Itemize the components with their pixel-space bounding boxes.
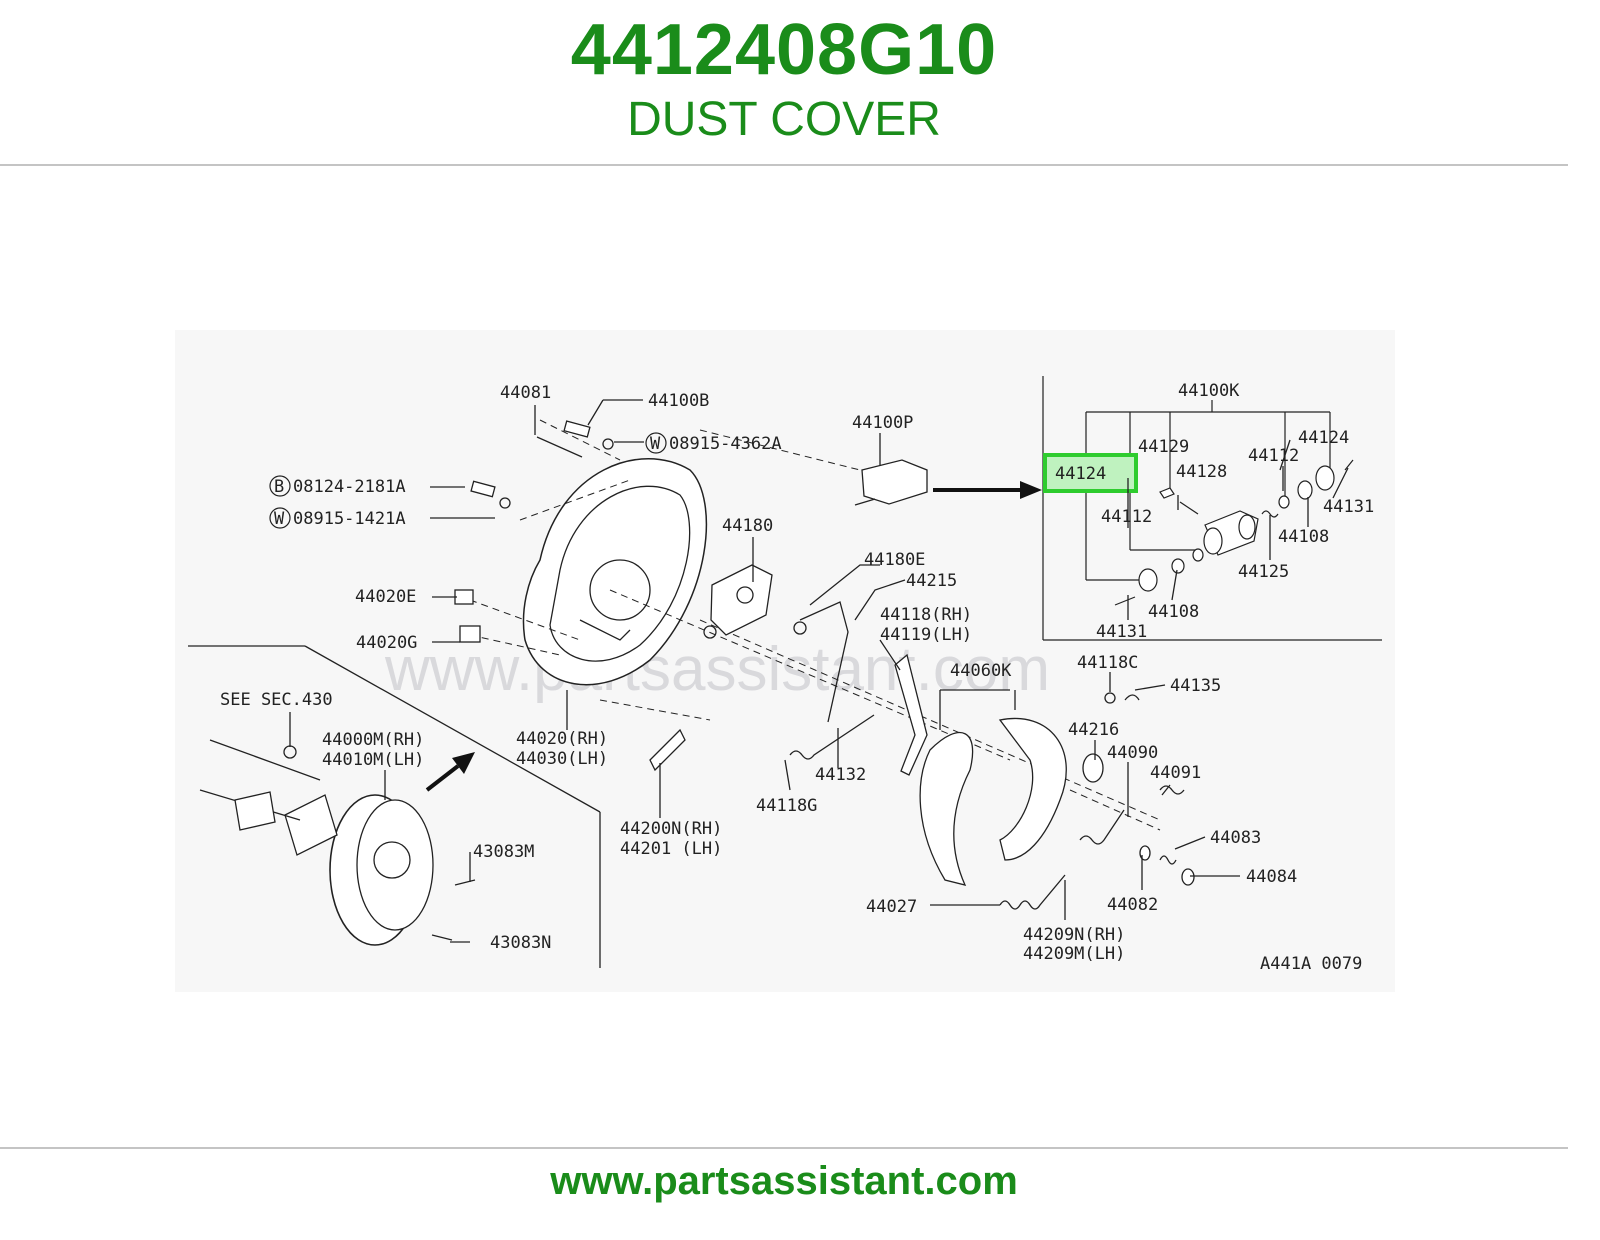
callout-44112-a: 44112: [1248, 446, 1299, 466]
callout-44200n-rh: 44200N(RH): [620, 819, 722, 839]
callout-44027: 44027: [866, 897, 917, 917]
part-number-title: 4412408G10: [570, 10, 998, 90]
callout-44100p: 44100P: [852, 413, 913, 433]
circled-marks: [269, 432, 667, 529]
footer-website-link[interactable]: www.partsassistant.com: [550, 1159, 1018, 1203]
callout-08915-4362a: 08915-4362A: [669, 434, 782, 454]
callout-44209m-lh: 44209M(LH): [1023, 944, 1125, 964]
callout-44010m-lh: 44010M(LH): [322, 750, 424, 770]
callout-44125: 44125: [1238, 562, 1289, 582]
callout-44020g: 44020G: [356, 633, 417, 653]
watermark-text: www.partsassistant.com: [384, 635, 1050, 704]
mark-b: B: [274, 477, 284, 497]
callout-44090: 44090: [1107, 743, 1158, 763]
callout-44060k: 44060K: [950, 661, 1012, 681]
callout-44091: 44091: [1150, 763, 1201, 783]
callout-44000m-rh: 44000M(RH): [322, 730, 424, 750]
brake-assembly-diagram: www.partsassistant.com: [175, 330, 1395, 992]
callout-43083m: 43083M: [473, 842, 534, 862]
callout-44108-a: 44108: [1278, 527, 1329, 547]
callout-44129: 44129: [1138, 437, 1189, 457]
page-header: 4412408G10 DUST COVER: [0, 0, 1568, 166]
callout-44124-a: 44124: [1298, 428, 1349, 448]
callout-44180: 44180: [722, 516, 773, 536]
callout-08915-1421a: 08915-1421A: [293, 509, 406, 529]
footer-divider: [0, 1147, 1568, 1149]
callout-44100b: 44100B: [648, 391, 709, 411]
callout-44112-b: 44112: [1101, 507, 1152, 527]
callout-08124-2181a: 08124-2181A: [293, 477, 406, 497]
callout-44119-lh: 44119(LH): [880, 625, 972, 645]
callout-43083n: 43083N: [490, 933, 551, 953]
arrow-drum: [425, 752, 475, 792]
arrow-to-inset: [933, 481, 1042, 499]
callout-44180e: 44180E: [864, 550, 925, 570]
callout-44132: 44132: [815, 765, 866, 785]
part-name-subtitle: DUST COVER: [627, 93, 941, 146]
callout-44201-lh: 44201 (LH): [620, 839, 722, 859]
callout-labels: 44081 44100B 08915-4362A 44100P 08124-21…: [220, 381, 1374, 974]
diagram-reference-code: A441A 0079: [1260, 954, 1362, 974]
callout-44020e: 44020E: [355, 587, 416, 607]
callout-44124-highlighted: 44124: [1055, 464, 1106, 484]
callout-44108-b: 44108: [1148, 602, 1199, 622]
callout-44082: 44082: [1107, 895, 1158, 915]
callout-44083: 44083: [1210, 828, 1261, 848]
callout-44128: 44128: [1176, 462, 1227, 482]
callout-44118-rh: 44118(RH): [880, 605, 972, 625]
callout-44100k: 44100K: [1178, 381, 1240, 401]
highlighted-part-box: [1043, 453, 1138, 493]
callout-44081: 44081: [500, 383, 551, 403]
mark-w-2: W: [274, 509, 285, 529]
callout-44020-rh: 44020(RH): [516, 729, 608, 749]
callout-44118g: 44118G: [756, 796, 817, 816]
main-parts-drawing: [188, 399, 1349, 968]
callout-44131-a: 44131: [1323, 497, 1374, 517]
mark-w-1: W: [650, 434, 661, 454]
callout-44030-lh: 44030(LH): [516, 749, 608, 769]
callout-44131-b: 44131: [1096, 622, 1147, 642]
callout-44135: 44135: [1170, 676, 1221, 696]
callout-44118c: 44118C: [1077, 653, 1138, 673]
callout-see-sec-430: SEE SEC.430: [220, 690, 333, 710]
callout-44209n-rh: 44209N(RH): [1023, 925, 1125, 945]
header-divider: [0, 164, 1568, 166]
callout-44215: 44215: [906, 571, 957, 591]
callout-44084: 44084: [1246, 867, 1297, 887]
callout-44216: 44216: [1068, 720, 1119, 740]
